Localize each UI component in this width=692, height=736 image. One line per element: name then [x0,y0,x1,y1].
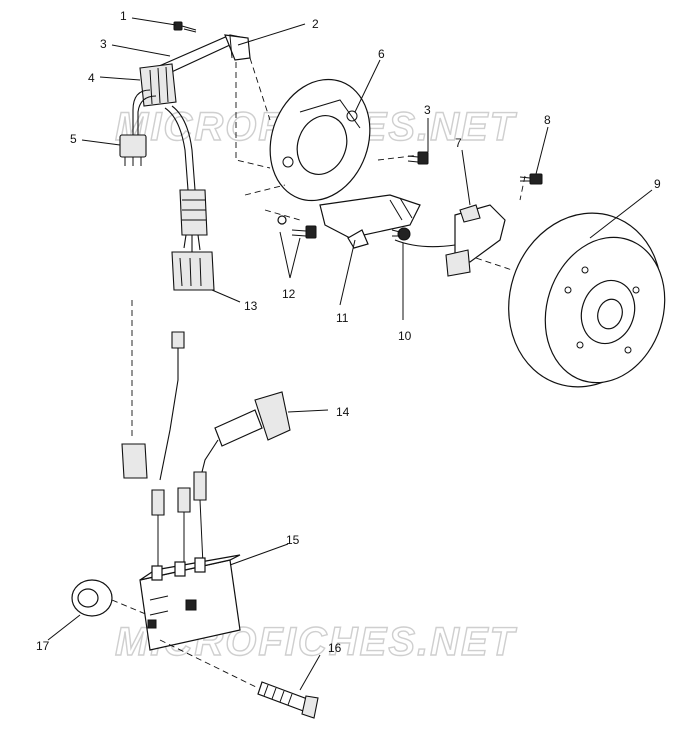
callout-3-right: 3 [424,103,431,117]
callout-3-top: 1 [120,9,127,23]
callout-8: 8 [544,113,551,127]
callout-4: 3 [100,37,107,51]
callout-9: 9 [654,177,661,191]
callout-6: 5 [70,132,77,146]
harness-part-13 [171,189,215,291]
callout-14: 14 [336,405,350,419]
pulser-coil-part-11 [319,194,421,249]
callout-15: 15 [286,533,300,547]
ignition-coil-part-15 [139,554,241,651]
screw-part-10 [391,227,411,241]
screw-part-3-right [407,151,429,165]
flywheel-part-9 [508,212,666,388]
callout-12: 12 [282,287,296,301]
spark-cap-part-14 [199,391,291,481]
screw-part-8 [519,173,543,185]
callout-7: 7 [455,136,462,150]
coil-wires [121,331,207,570]
callout-1: 6 [378,47,385,61]
callout-10: 10 [398,329,412,343]
regulator-part-5 [139,63,177,107]
callout-11: 11 [336,311,349,325]
screw-part-12 [277,215,317,239]
leader-lines [47,17,653,691]
callout-17: 17 [36,639,50,653]
harness-cable [164,107,189,191]
nut-part-17 [71,579,149,617]
screw-part-3-top [173,21,197,33]
charge-coil-part-7 [394,204,506,277]
callout-16: 16 [328,641,342,655]
callout-5: 4 [88,71,95,85]
plug-part-6 [119,89,157,166]
stator-plate-part-1 [269,78,371,202]
bolt-part-16 [159,639,319,719]
callout-2: 2 [312,17,319,31]
callout-13: 13 [244,299,258,313]
